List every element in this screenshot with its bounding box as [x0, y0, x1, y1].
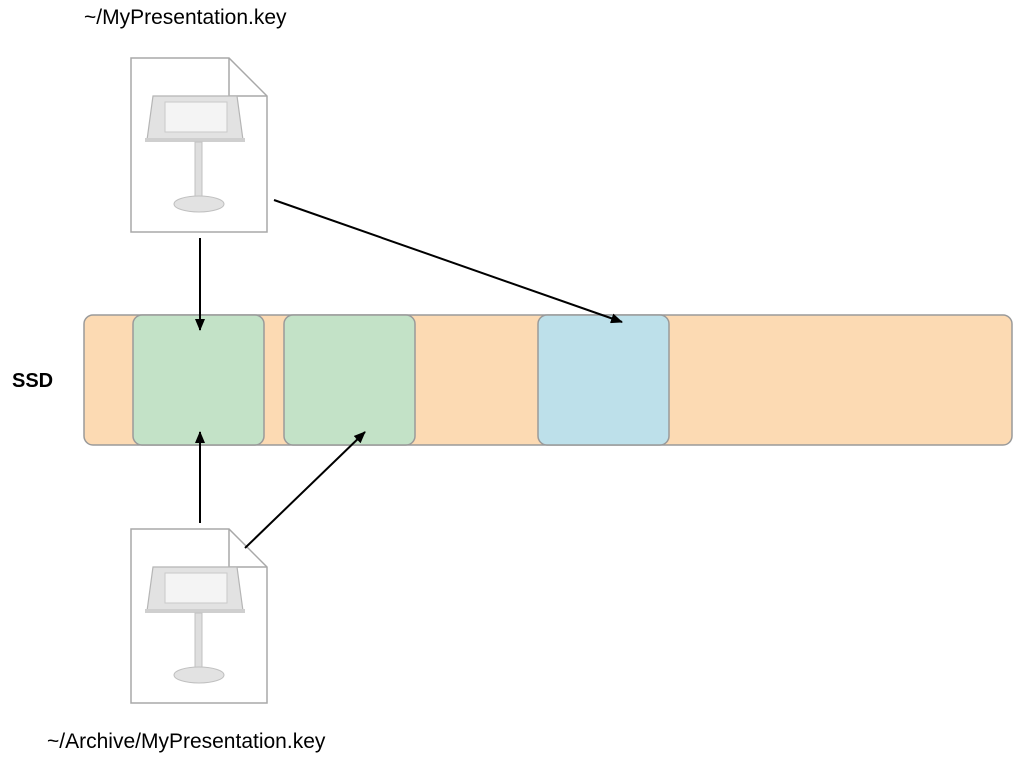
original-file-icon	[130, 57, 268, 233]
original-file-path: ~/MyPresentation.key	[84, 6, 287, 29]
arrow-original-to-block-3	[273, 199, 623, 324]
arrow-copy-to-block-2	[244, 431, 366, 549]
copy-file-icon	[130, 528, 268, 704]
keynote-podium-icon	[145, 95, 245, 213]
ssd-block-1	[132, 314, 265, 446]
ssd-block-3	[537, 314, 670, 446]
keynote-podium-icon	[145, 566, 245, 684]
ssd-label: SSD	[12, 370, 54, 392]
copy-file-path: ~/Archive/MyPresentation.key	[47, 730, 326, 753]
ssd-block-2	[283, 314, 416, 446]
